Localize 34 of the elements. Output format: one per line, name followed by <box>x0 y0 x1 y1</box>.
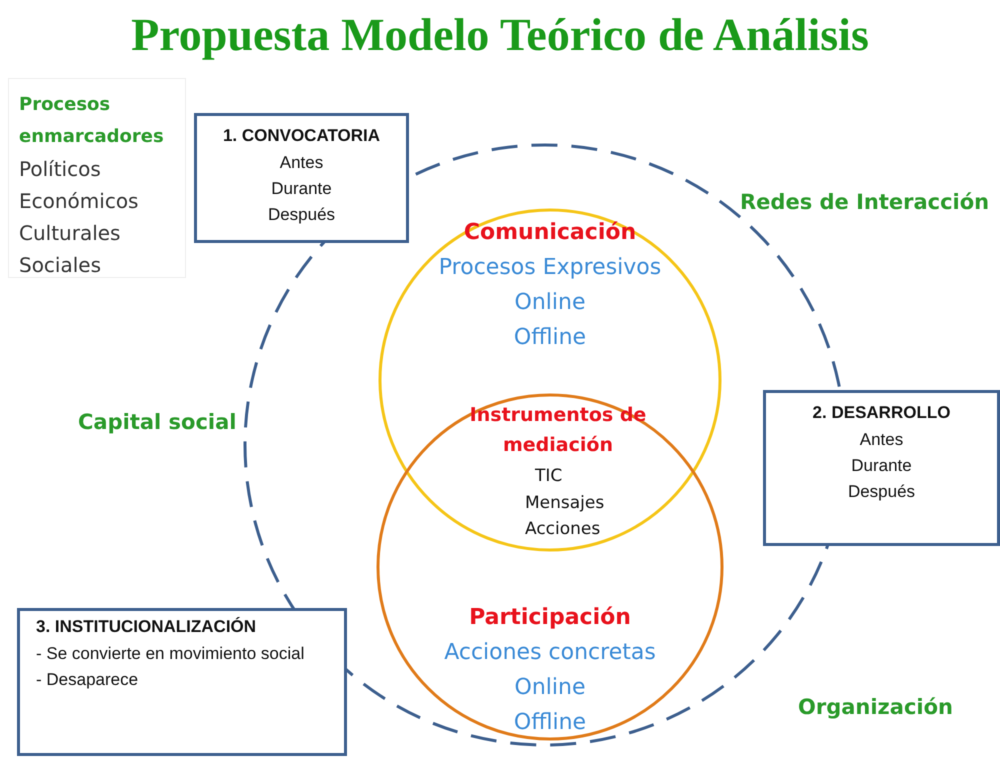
list-item: Acciones <box>525 519 600 539</box>
list-item: Antes <box>278 152 324 174</box>
list-item: Antes <box>858 429 904 451</box>
stage-box <box>17 608 347 756</box>
heading: 2. DESARROLLO <box>812 403 952 423</box>
region-label: Redes de Interacción <box>740 190 990 214</box>
list-item: Durante <box>270 178 333 200</box>
stage-box <box>194 113 409 243</box>
circle-text: Offline <box>512 324 588 352</box>
heading: 1. CONVOCATORIA <box>222 126 382 146</box>
list-item: Políticos <box>19 156 102 183</box>
circle-heading: Comunicación <box>462 219 638 247</box>
title: Propuesta Modelo Teórico de Análisis <box>130 8 870 61</box>
region-label: Organización <box>798 695 953 719</box>
circle-text: Online <box>514 674 586 702</box>
list-item: Económicos <box>19 188 140 215</box>
circle-text: Acciones concretas <box>443 639 657 667</box>
list-item: Sociales <box>19 252 102 279</box>
list-item: Culturales <box>19 220 122 247</box>
list-item: Mensajes <box>525 493 604 513</box>
stage-box <box>763 390 1000 546</box>
heading: Procesos enmarcadores <box>19 93 165 149</box>
list-item: TIC <box>535 466 562 486</box>
circle-heading: Participación <box>468 604 632 632</box>
circle-text: Offline <box>512 709 588 737</box>
list-item: - Desaparece <box>36 669 140 691</box>
heading: 3. INSTITUCIONALIZACIÓN <box>36 617 258 637</box>
list-item: Después <box>846 481 916 503</box>
region-label: Capital social <box>78 410 236 434</box>
circle-text: Procesos Expresivos <box>438 254 662 282</box>
list-item: Después <box>266 204 336 226</box>
list-item: - Se convierte en movimiento social <box>36 643 306 665</box>
list-item: Durante <box>850 455 913 477</box>
circle-text: Online <box>514 289 586 317</box>
